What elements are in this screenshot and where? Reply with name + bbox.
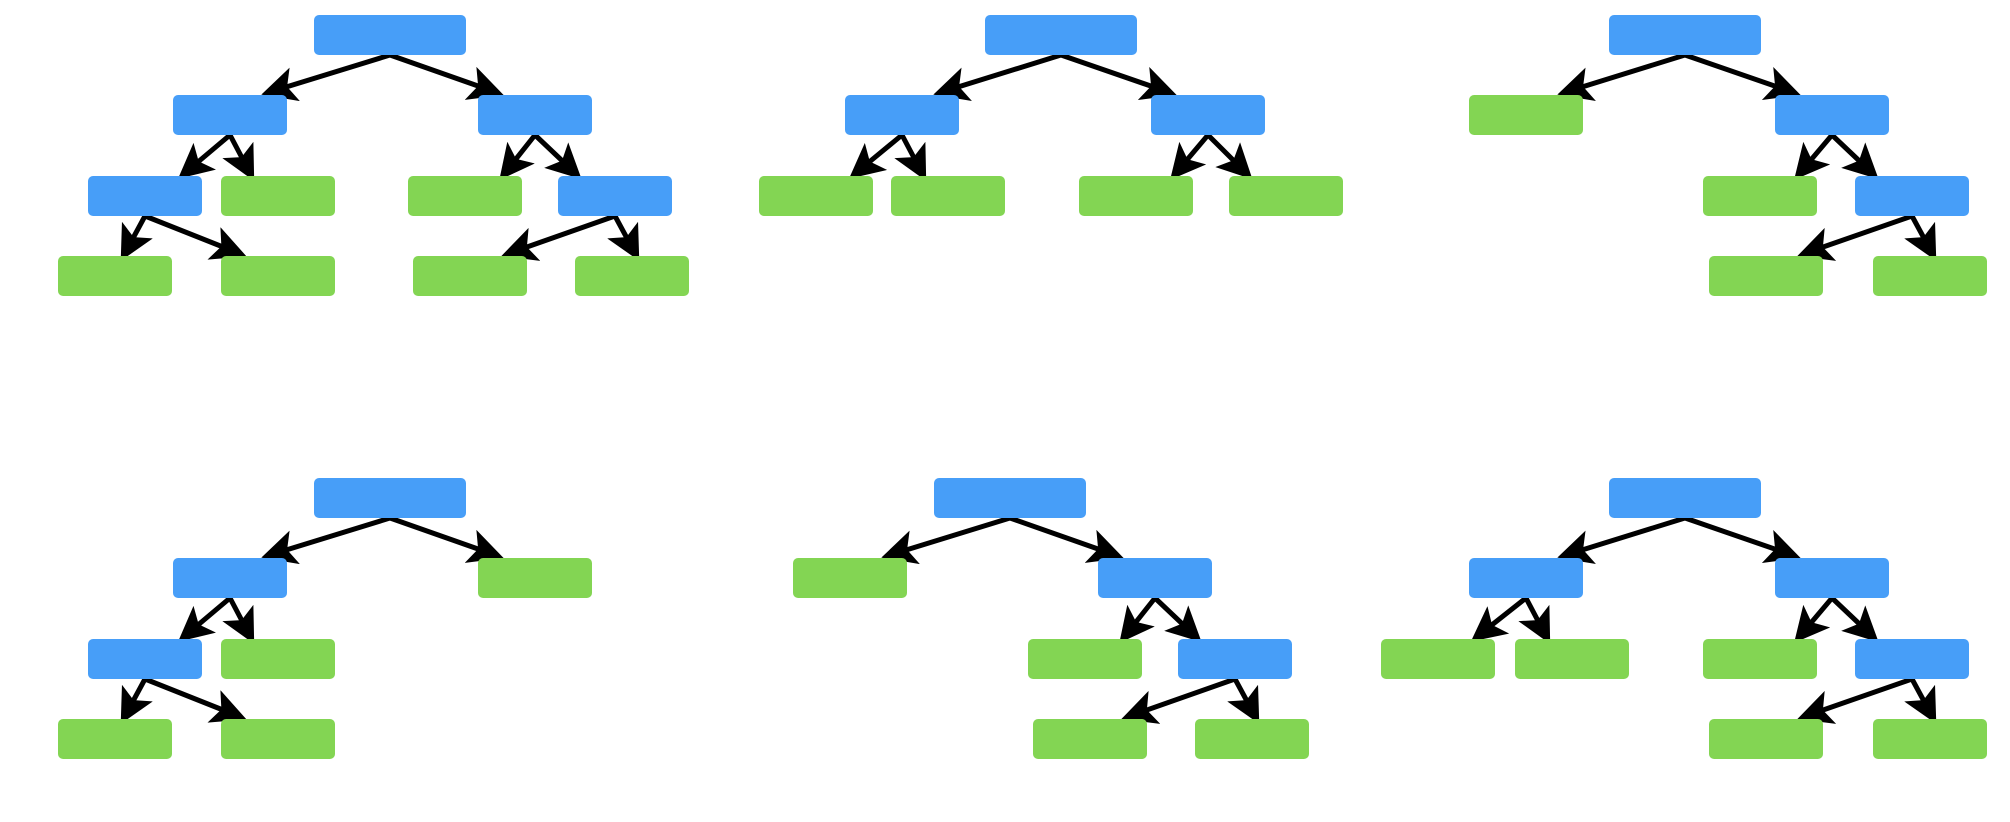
internal-node-t3-r [1775,95,1889,135]
edge-arrow-t6-rl [1794,595,1835,643]
edge-arrow-t5-l [881,515,1013,565]
internal-node-t4-root [314,478,466,518]
internal-node-t5-r [1098,558,1212,598]
edge-arrow-t3-r [1682,52,1801,101]
edge-arrow-t1-l [261,52,393,102]
leaf-node-t2-lr [891,176,1005,216]
internal-node-t5-rr [1178,639,1292,679]
leaf-node-t2-rl [1079,176,1193,216]
internal-node-t1-ll [88,176,202,216]
leaf-node-t1-rrl [413,256,527,296]
edge-arrow-t2-ll [848,132,905,179]
edge-arrow-t2-r [1058,52,1177,101]
edge-arrow-t5-rl [1119,595,1158,644]
edge-arrow-t4-l [261,515,393,565]
leaf-node-t2-ll [759,176,873,216]
edge-arrow-t1-rrr [607,213,640,261]
edge-arrow-t6-lr [1518,595,1551,644]
internal-node-t6-l [1469,558,1583,598]
leaf-node-t1-llr [221,256,335,296]
leaf-node-t6-rl [1703,639,1817,679]
edge-arrow-t2-lr [894,132,927,181]
edge-arrow-t6-rrr [1904,676,1937,724]
edge-arrow-t3-rl [1794,132,1835,180]
internal-node-t2-r [1151,95,1265,135]
edge-arrow-t1-lr [222,132,255,181]
edge-arrow-t3-rrl [1797,213,1915,261]
edge-arrow-t5-r [1007,515,1124,563]
edge-arrow-t6-l [1557,515,1688,564]
edge-arrow-t1-rr [532,132,582,180]
edge-arrow-t6-ll [1470,595,1529,642]
leaf-node-t6-lr [1515,639,1629,679]
edge-arrow-t1-rl [499,132,538,181]
edge-arrow-t1-ll [178,132,233,179]
edge-arrow-t6-rrl [1797,676,1915,724]
leaf-node-t5-rrl [1033,719,1147,759]
leaf-node-t4-lr [221,639,335,679]
leaf-node-t6-rrr [1873,719,1987,759]
edge-arrow-t3-rr [1829,132,1879,180]
internal-node-t1-l [173,95,287,135]
internal-node-t1-rr [558,176,672,216]
internal-node-t3-rr [1855,176,1969,216]
edge-arrow-t5-rrr [1227,676,1260,724]
leaf-node-t5-rrr [1195,719,1309,759]
internal-node-t4-l [173,558,287,598]
internal-node-t5-root [934,478,1086,518]
edge-arrow-t5-rrl [1121,676,1238,724]
internal-node-t6-root [1609,478,1761,518]
edge-arrow-t1-llr [142,213,247,260]
edge-arrow-t1-r [387,52,504,100]
leaf-node-t4-r [478,558,592,598]
internal-node-t2-root [985,15,1137,55]
leaf-node-t3-l [1469,95,1583,135]
edge-arrow-t6-rr [1829,595,1879,643]
edge-arrow-t2-rr [1205,132,1253,180]
leaf-node-t5-l [793,558,907,598]
edge-arrow-t5-rr [1152,595,1202,643]
internal-node-t1-r [478,95,592,135]
internal-node-t1-root [314,15,466,55]
leaf-node-t3-rrr [1873,256,1987,296]
internal-node-t6-rr [1855,639,1969,679]
leaf-node-t4-llr [221,719,335,759]
internal-node-t3-root [1609,15,1761,55]
leaf-node-t1-lll [58,256,172,296]
leaf-node-t1-rrr [575,256,689,296]
internal-node-t6-r [1775,558,1889,598]
edge-arrow-t1-lll [120,213,153,261]
leaf-node-t5-rl [1028,639,1142,679]
edge-arrow-t4-r [387,515,504,563]
edge-arrow-t4-lll [120,676,153,724]
edge-arrow-t4-llr [142,676,247,723]
edge-arrow-t2-l [933,52,1064,101]
leaf-node-t2-rr [1229,176,1343,216]
internal-node-t2-l [845,95,959,135]
leaf-node-t4-lll [58,719,172,759]
edge-arrow-t4-lr [222,595,255,644]
edge-arrow-t2-rl [1170,132,1211,180]
edge-arrow-t1-rrl [501,213,618,261]
edge-arrow-t4-ll [178,595,233,642]
leaf-node-t3-rl [1703,176,1817,216]
leaf-node-t6-ll [1381,639,1495,679]
leaf-node-t1-rl [408,176,522,216]
edge-arrow-t6-r [1682,515,1801,564]
edge-arrow-t3-l [1557,52,1688,101]
internal-node-t4-ll [88,639,202,679]
leaf-node-t6-rrl [1709,719,1823,759]
edge-arrow-t3-rrr [1904,213,1937,261]
leaf-node-t1-lr [221,176,335,216]
leaf-node-t3-rrl [1709,256,1823,296]
